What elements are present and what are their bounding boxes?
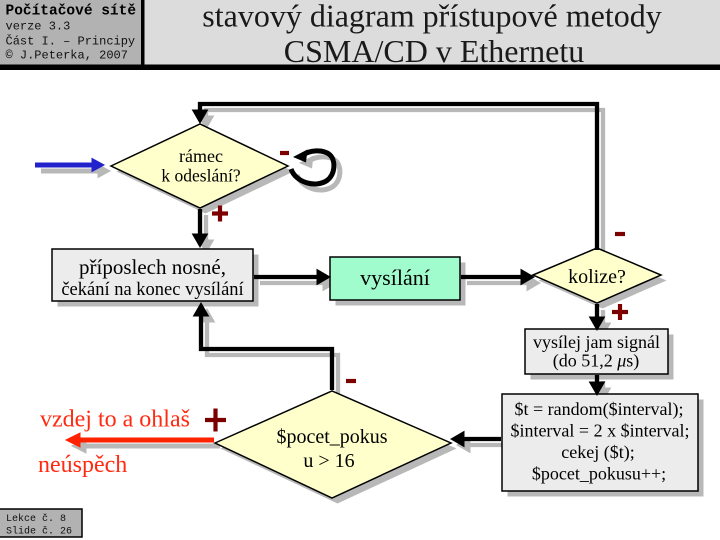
svg-text:Lekce č. 8: Lekce č. 8: [6, 513, 66, 525]
svg-text:u > 16: u > 16: [303, 450, 354, 472]
svg-text:vysílání: vysílání: [360, 265, 430, 290]
svg-text:cekej ($t);: cekej ($t);: [561, 442, 634, 463]
svg-text:čekání na konec vysílání: čekání na konec vysílání: [61, 280, 243, 300]
svg-text:Slide č. 26: Slide č. 26: [6, 526, 72, 538]
svg-text:verze 3.3: verze 3.3: [6, 20, 71, 34]
svg-text:k odeslání?: k odeslání?: [161, 166, 240, 186]
svg-text:vysílej jam signál: vysílej jam signál: [533, 332, 660, 352]
svg-text:$t = random($interval);: $t = random($interval);: [514, 399, 683, 420]
svg-text:$pocet_pokus: $pocet_pokus: [276, 426, 387, 448]
svg-text:$pocet_pokusu++;: $pocet_pokusu++;: [532, 464, 666, 484]
svg-text:Počítačové sítě: Počítačové sítě: [6, 4, 137, 20]
svg-text:CSMA/CD v Ethernetu: CSMA/CD v Ethernetu: [284, 33, 584, 69]
svg-text:neúspěch: neúspěch: [38, 452, 127, 478]
svg-text:rámec: rámec: [179, 146, 223, 166]
svg-text:příposlech nosné,: příposlech nosné,: [79, 255, 226, 279]
svg-text:$interval = 2 x $interval;: $interval = 2 x $interval;: [510, 421, 689, 441]
svg-text:vzdej to a ohlaš: vzdej to a ohlaš: [40, 407, 190, 433]
svg-text:stavový diagram přístupové met: stavový diagram přístupové metody: [202, 0, 661, 34]
svg-text:© J.Peterka, 2007: © J.Peterka, 2007: [6, 49, 128, 63]
svg-text:Část I. – Principy: Část I. – Principy: [6, 34, 136, 49]
svg-text:kolize?: kolize?: [568, 266, 626, 288]
svg-text:(do 51,2 μs): (do 51,2 μs): [553, 351, 640, 372]
